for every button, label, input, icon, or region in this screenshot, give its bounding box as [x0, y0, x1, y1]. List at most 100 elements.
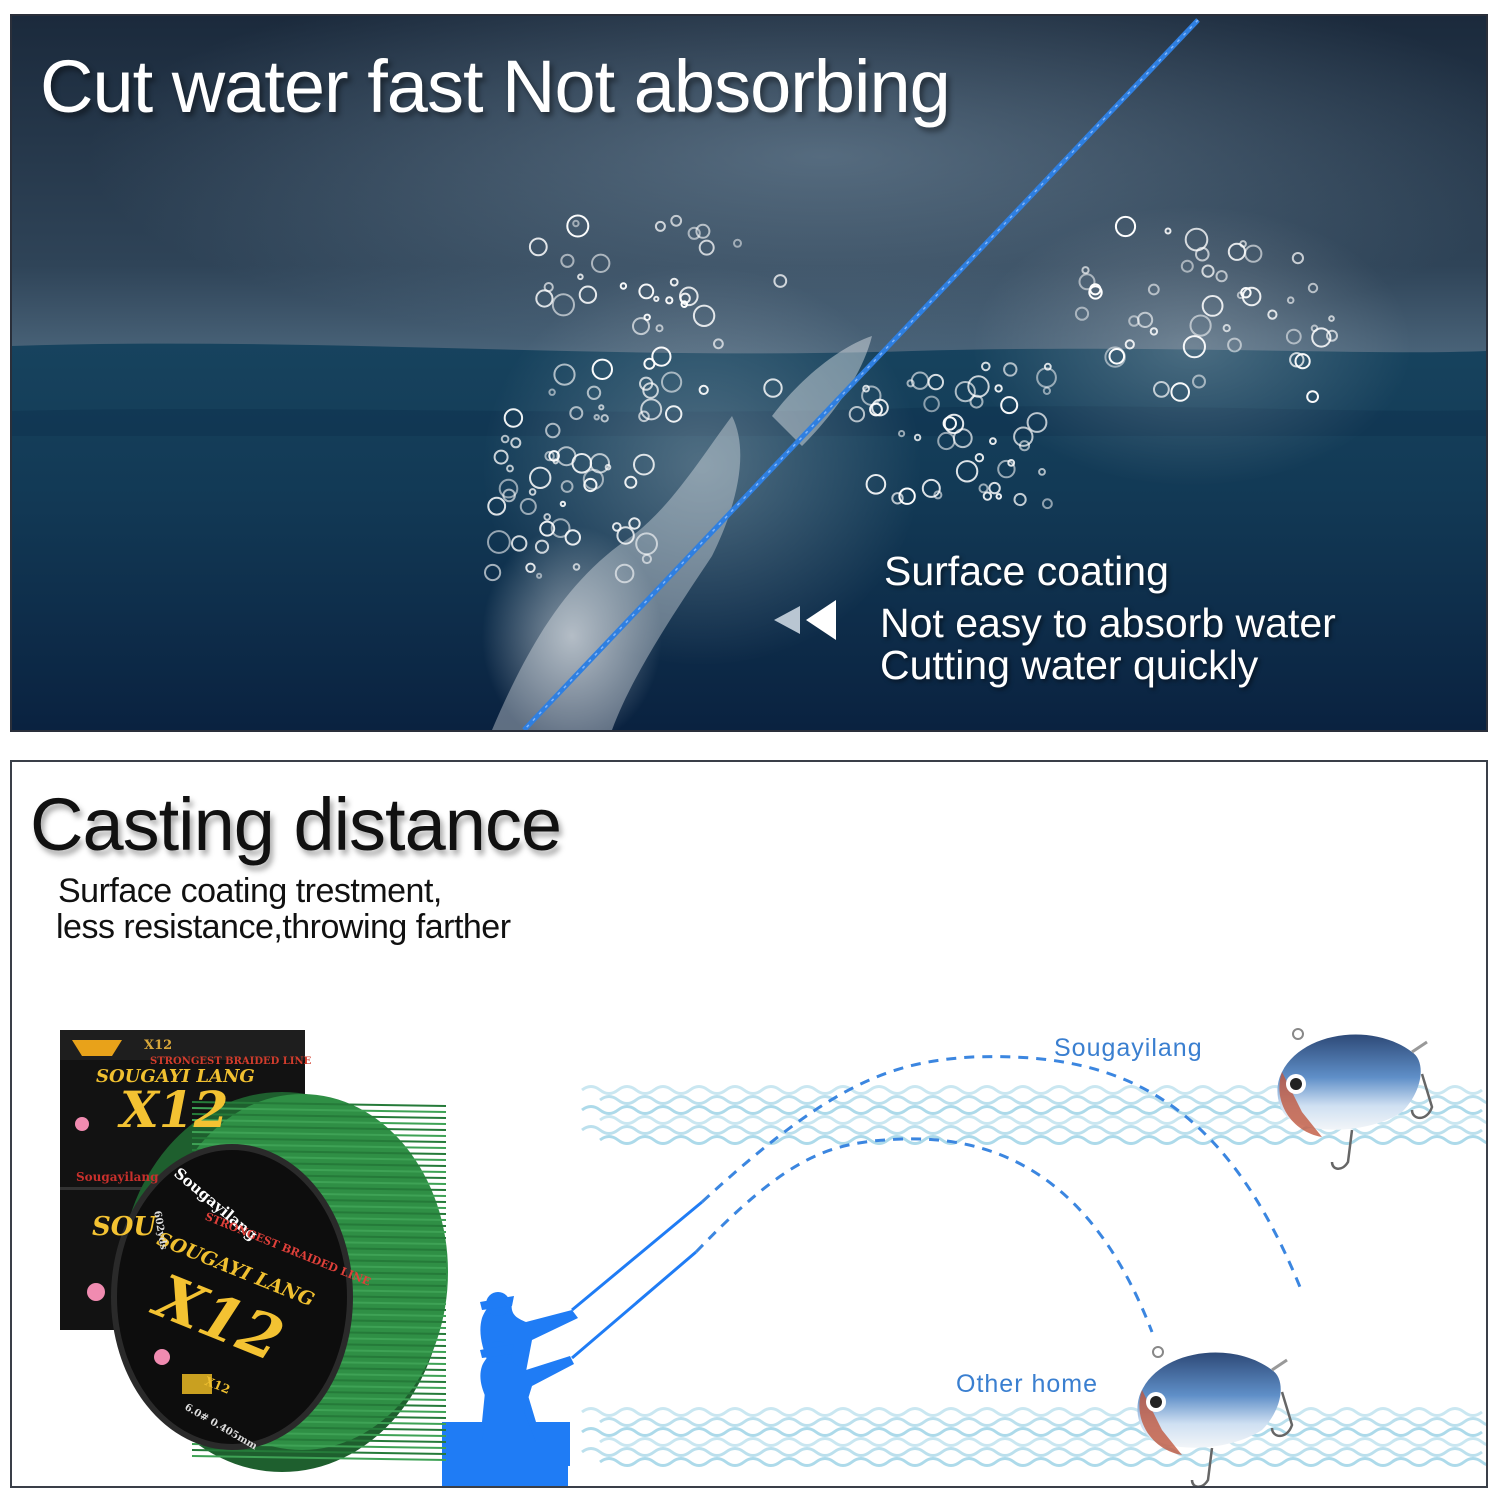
- wave-line: [581, 1447, 1483, 1457]
- splash-spray-2: [772, 336, 872, 446]
- water-droplet: [578, 285, 598, 304]
- wave-line: [599, 1417, 1486, 1427]
- water-droplet: [995, 493, 1003, 500]
- spool-line-strand: [191, 1107, 447, 1113]
- water-droplet: [773, 274, 788, 288]
- box-brand: SOUGAYI LANG: [96, 1066, 255, 1087]
- rod-lower: [571, 1250, 697, 1360]
- water-droplet: [1182, 335, 1207, 359]
- water-droplet: [638, 283, 655, 300]
- water-droplet: [969, 394, 984, 409]
- water-droplet: [640, 398, 663, 421]
- water-droplet: [528, 488, 537, 496]
- water-droplet: [1192, 374, 1206, 389]
- water-droplet: [679, 286, 699, 307]
- water-waves-lower: [581, 1407, 1486, 1467]
- water-droplet: [550, 518, 571, 538]
- water-droplet: [1222, 324, 1231, 333]
- water-droplet: [1013, 426, 1034, 447]
- water-droplet: [633, 453, 655, 476]
- water-droplet: [1108, 348, 1126, 365]
- water-droplet: [1137, 311, 1154, 328]
- water-droplet: [548, 388, 556, 396]
- upper-lure-label: Sougayilang: [1054, 1034, 1203, 1062]
- water-droplet: [974, 453, 985, 463]
- water-droplet: [559, 500, 567, 508]
- water-droplet: [1124, 339, 1135, 350]
- box-side-text: SOU: [92, 1212, 157, 1242]
- water-droplet: [1007, 459, 1016, 467]
- box-emblem: [72, 1040, 122, 1056]
- wave-line: [581, 1427, 1483, 1437]
- flower-icon: [87, 1283, 105, 1301]
- water-droplet: [763, 378, 783, 398]
- flower-icon: [75, 1117, 89, 1131]
- water-droplet: [536, 572, 543, 579]
- bottom-title: Casting distance: [30, 783, 562, 866]
- water-droplet: [906, 379, 915, 388]
- water-droplet: [551, 293, 576, 317]
- water-droplet: [572, 563, 581, 571]
- coating-line-1: Surface coating: [884, 548, 1169, 594]
- water-droplet: [943, 413, 965, 435]
- water-droplet: [628, 517, 641, 530]
- water-droplet: [560, 480, 574, 493]
- water-droplet: [1149, 327, 1159, 336]
- water-droplet: [913, 433, 922, 442]
- water-droplet: [942, 416, 957, 431]
- water-droplet: [988, 481, 1001, 495]
- water-droplet: [1307, 282, 1319, 294]
- water-droplet: [544, 450, 555, 462]
- water-droplet: [923, 395, 940, 413]
- water-droplet: [898, 430, 906, 438]
- water-droplet: [511, 535, 528, 552]
- water-droplet: [616, 526, 635, 545]
- water-droplet: [994, 384, 1003, 393]
- water-droplet: [498, 478, 519, 499]
- water-droplet: [1328, 315, 1335, 322]
- water-droplet: [653, 295, 660, 302]
- water-droplet: [687, 226, 701, 240]
- water-droplet: [553, 363, 576, 386]
- wave-line: [599, 1135, 1486, 1145]
- water-droplet: [982, 491, 993, 501]
- water-droplet: [651, 346, 672, 367]
- spool-line-strand: [191, 1449, 447, 1455]
- water-droplet: [493, 449, 509, 465]
- water-droplet: [612, 522, 622, 532]
- box-tagline: STRONGEST BRAIDED LINE: [150, 1056, 312, 1067]
- water-droplet: [632, 317, 650, 336]
- water-droplet: [572, 219, 580, 228]
- water-droplet: [503, 408, 524, 428]
- water-droplet: [954, 381, 976, 403]
- water-splash-scene: [12, 16, 1486, 730]
- water-droplet: [1227, 242, 1247, 261]
- water-droplet: [591, 358, 613, 380]
- water-droplet: [1153, 381, 1170, 398]
- lure-lower: [1137, 1346, 1294, 1486]
- water-droplet: [638, 410, 650, 423]
- water-droplet: [528, 237, 548, 257]
- cast-path-upper: [700, 1055, 1304, 1293]
- water-droplet: [933, 490, 943, 500]
- water-droplet: [695, 223, 711, 239]
- water-droplet: [642, 382, 659, 399]
- water-droplet: [641, 553, 653, 565]
- flower-icon: [154, 1349, 170, 1365]
- water-droplet: [1311, 327, 1332, 348]
- wave-line: [581, 1125, 1483, 1135]
- spool-line-strand: [191, 1101, 447, 1107]
- water-droplet: [624, 475, 638, 489]
- splash-mist-right: [972, 206, 1412, 486]
- water-droplet: [669, 277, 679, 287]
- water-droplet: [1240, 287, 1252, 299]
- water-droplet: [1026, 412, 1048, 433]
- water-droplet: [661, 371, 683, 393]
- water-droplet: [600, 414, 609, 423]
- water-droplet: [862, 384, 870, 393]
- wave-line: [581, 1407, 1483, 1417]
- water-droplet: [484, 563, 502, 582]
- water-droplet: [1038, 468, 1046, 476]
- water-droplet: [1306, 390, 1319, 404]
- water-droplet: [1195, 246, 1210, 262]
